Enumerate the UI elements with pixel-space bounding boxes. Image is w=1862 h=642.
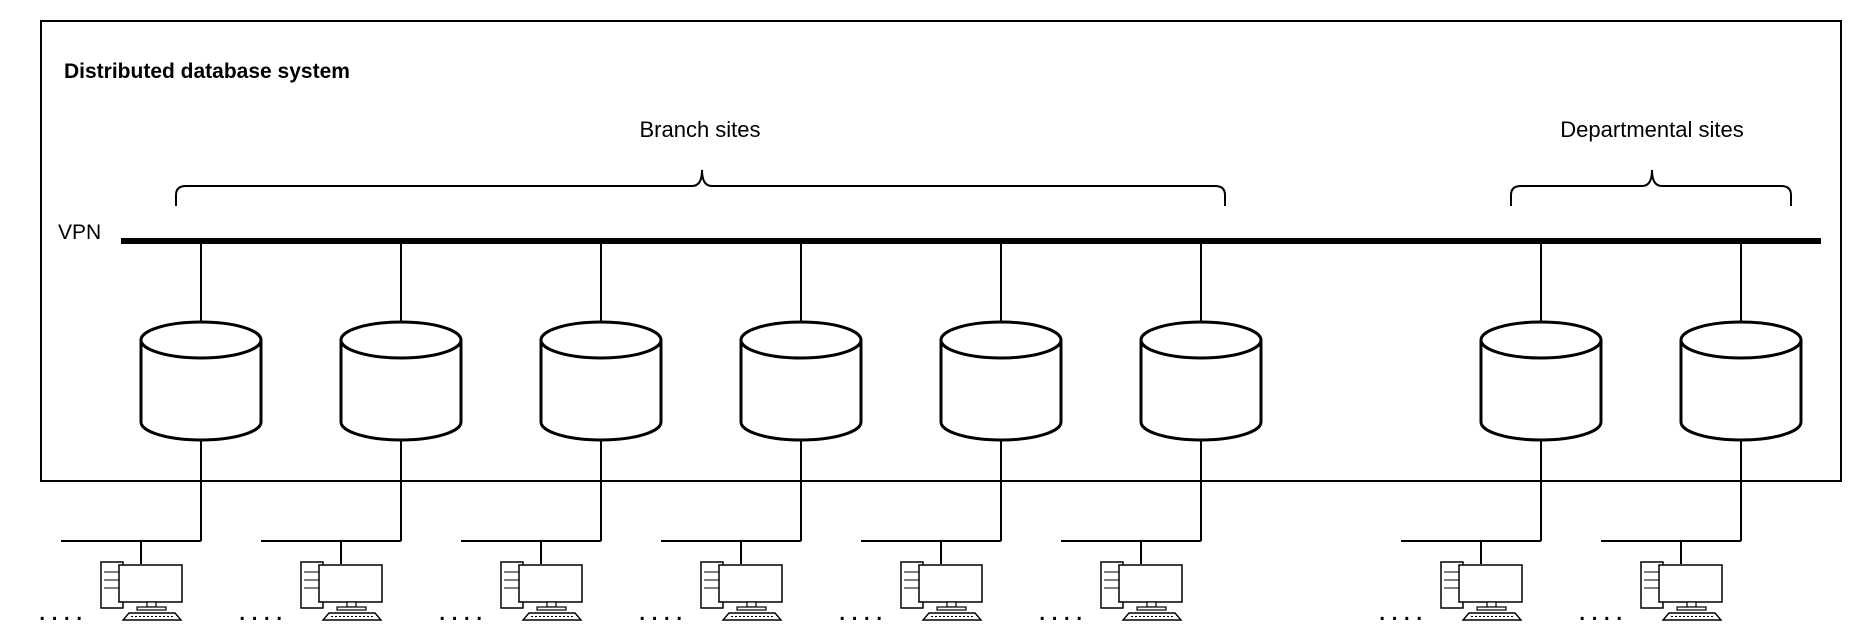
site-2: .... [238,243,463,627]
database-cylinder-icon [139,320,263,442]
desktop-computer-icon [1640,561,1723,621]
departmental-sites-brace [1510,169,1792,206]
branch-sites-brace [175,169,1226,206]
departmental-sites-label: Departmental sites [1560,117,1743,142]
more-workstations-ellipsis: .... [638,594,687,627]
desktop-computer-icon [700,561,783,621]
more-workstations-ellipsis: .... [1378,594,1427,627]
site-6: .... [1038,243,1263,627]
database-cylinder-icon [939,320,1063,442]
more-workstations-ellipsis: .... [438,594,487,627]
more-workstations-ellipsis: .... [238,594,287,627]
site-3: .... [438,243,663,627]
site-1: .... [38,243,263,627]
desktop-computer-icon [100,561,183,621]
site-4: .... [638,243,863,627]
system-boundary [40,20,1842,482]
sites-layer: ................................ [38,243,1803,627]
more-workstations-ellipsis: .... [38,594,87,627]
desktop-computer-icon [900,561,983,621]
desktop-computer-icon [1440,561,1523,621]
database-cylinder-icon [1679,320,1803,442]
desktop-computer-icon [500,561,583,621]
vpn-label: VPN [58,221,101,244]
site-7: .... [1378,243,1603,627]
desktop-computer-icon [300,561,383,621]
diagram-title: Distributed database system [64,60,350,83]
site-5: .... [838,243,1063,627]
branch-sites-label: Branch sites [639,117,760,142]
desktop-computer-icon [1100,561,1183,621]
database-cylinder-icon [739,320,863,442]
database-cylinder-icon [539,320,663,442]
more-workstations-ellipsis: .... [838,594,887,627]
more-workstations-ellipsis: .... [1578,594,1627,627]
site-8: .... [1578,243,1803,627]
database-cylinder-icon [1479,320,1603,442]
database-cylinder-icon [339,320,463,442]
database-cylinder-icon [1139,320,1263,442]
more-workstations-ellipsis: .... [1038,594,1087,627]
